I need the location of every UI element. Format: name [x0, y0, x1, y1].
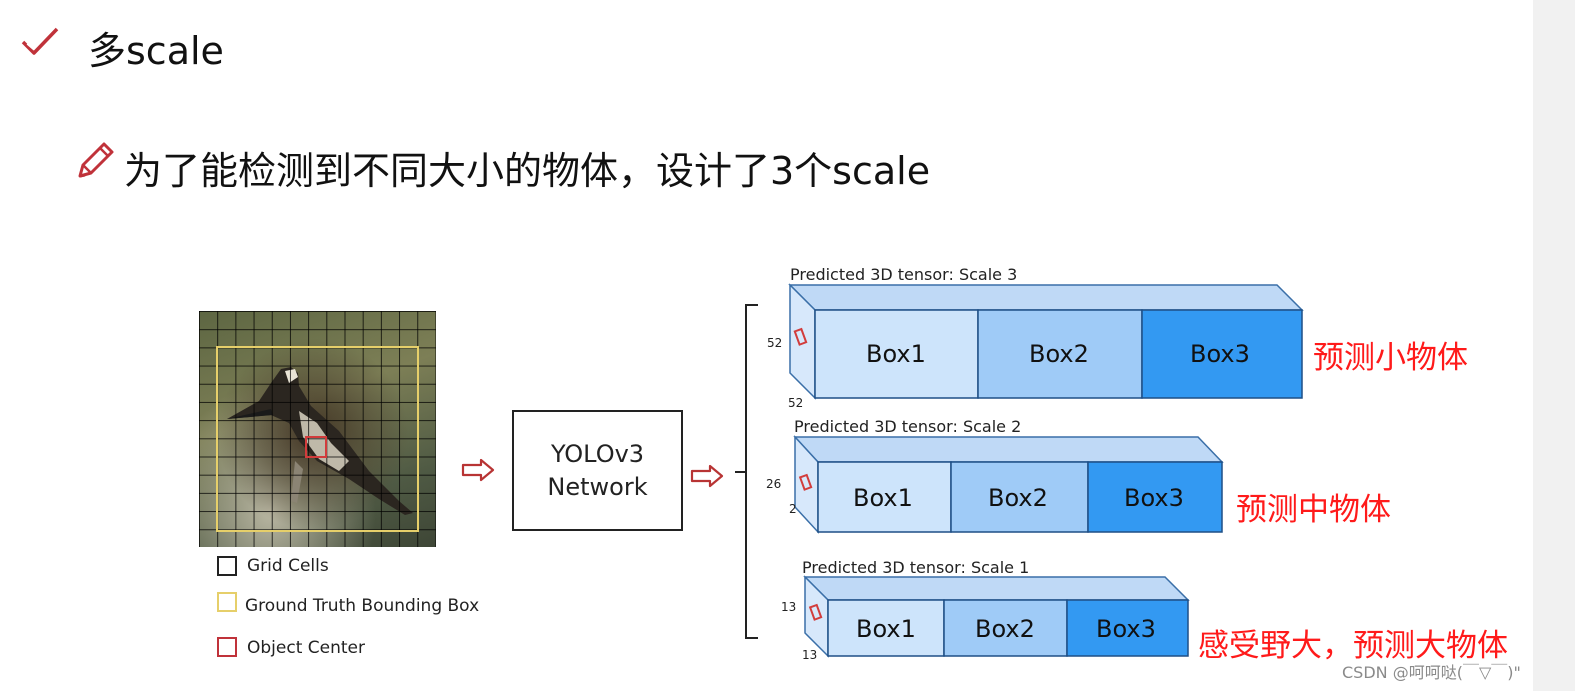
- scale3-dim-h: 52: [767, 336, 783, 350]
- object-center-box: [305, 436, 327, 458]
- pencil-icon: [78, 142, 114, 178]
- scale2-dim-w: 2: [789, 502, 797, 516]
- scale1-dim-w: 13: [802, 648, 818, 662]
- scale1-note: 感受野大，预测大物体: [1198, 628, 1508, 664]
- page-title: 多scale: [88, 29, 224, 73]
- legend-object-center: Object Center: [247, 638, 365, 658]
- scale1-box3-label: Box3: [1096, 615, 1156, 643]
- scale3-box1-label: Box1: [866, 340, 926, 368]
- scale1-box1-label: Box1: [856, 615, 916, 643]
- scale2-title: Predicted 3D tensor: Scale 2: [794, 417, 1022, 436]
- legend-grid-cells: Grid Cells: [247, 556, 329, 576]
- scale2-box2-label: Box2: [988, 484, 1048, 512]
- arrow-right-icon: [690, 464, 724, 488]
- yolov3-network-box: YOLOv3 Network: [512, 410, 683, 531]
- scrollbar-track[interactable]: [1533, 0, 1575, 691]
- watermark: CSDN @呵呵哒(￣▽￣)": [1342, 663, 1521, 682]
- legend-ground-truth: Ground Truth Bounding Box: [245, 596, 480, 616]
- scale1-dim-h: 13: [781, 600, 797, 614]
- scale-bracket: [735, 304, 758, 639]
- scale3-dim-w: 52: [788, 396, 804, 410]
- scale2-note: 预测中物体: [1236, 492, 1391, 528]
- ground-truth-swatch: [217, 592, 237, 612]
- scale3-note: 预测小物体: [1313, 340, 1468, 376]
- scale1-box2-label: Box2: [975, 615, 1035, 643]
- scale3-box2-label: Box2: [1029, 340, 1089, 368]
- ground-truth-box: [216, 346, 419, 532]
- scale3-box3-label: Box3: [1190, 340, 1250, 368]
- arrow-right-icon: [461, 458, 495, 482]
- grid-overlay: [199, 311, 436, 547]
- scale3-tensor: [788, 283, 1304, 400]
- scale2-box1-label: Box1: [853, 484, 913, 512]
- scale2-tensor: [793, 435, 1224, 534]
- scale3-title: Predicted 3D tensor: Scale 3: [790, 265, 1018, 284]
- bird-image: [199, 311, 436, 547]
- scale2-box3-label: Box3: [1124, 484, 1184, 512]
- grid-cells-swatch: [217, 556, 237, 576]
- page-subtitle: 为了能检测到不同大小的物体，设计了3个scale: [124, 149, 931, 193]
- object-center-swatch: [217, 637, 237, 657]
- check-icon: [21, 27, 59, 55]
- scale1-tensor: [803, 575, 1190, 658]
- scale1-title: Predicted 3D tensor: Scale 1: [802, 558, 1030, 577]
- scale2-dim-h: 26: [766, 477, 782, 491]
